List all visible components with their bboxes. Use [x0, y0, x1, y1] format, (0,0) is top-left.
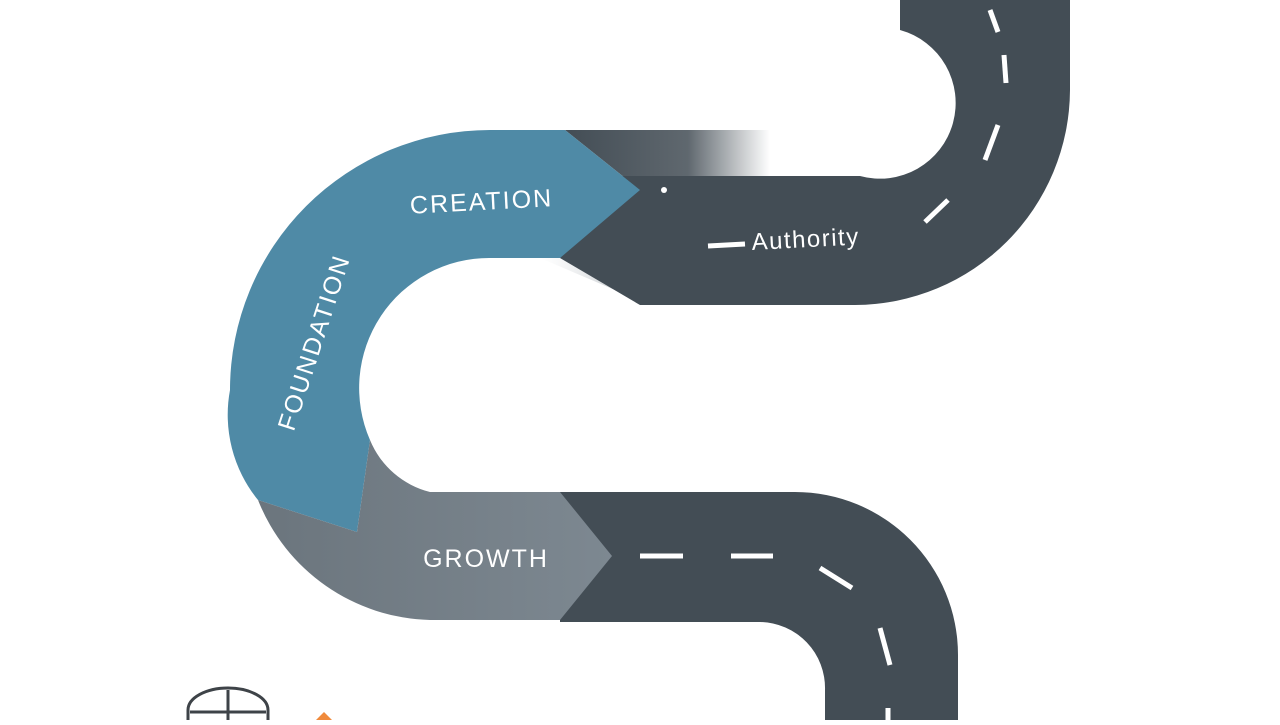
road-upper-loop: [680, 0, 1070, 305]
road-fade-top: [565, 130, 770, 190]
lane-markings-lower: [640, 553, 893, 720]
car-icon: [186, 686, 270, 720]
stage-growth: [258, 440, 612, 620]
orange-marker-icon: [316, 712, 332, 720]
lane-dot: [661, 187, 667, 193]
lane-markings-upper: [707, 9, 1009, 249]
label-growth: GROWTH: [423, 545, 549, 573]
label-authority: Authority: [751, 223, 860, 256]
road-lower-loop: [560, 492, 958, 720]
stage-creation-foundation: [227, 130, 640, 532]
